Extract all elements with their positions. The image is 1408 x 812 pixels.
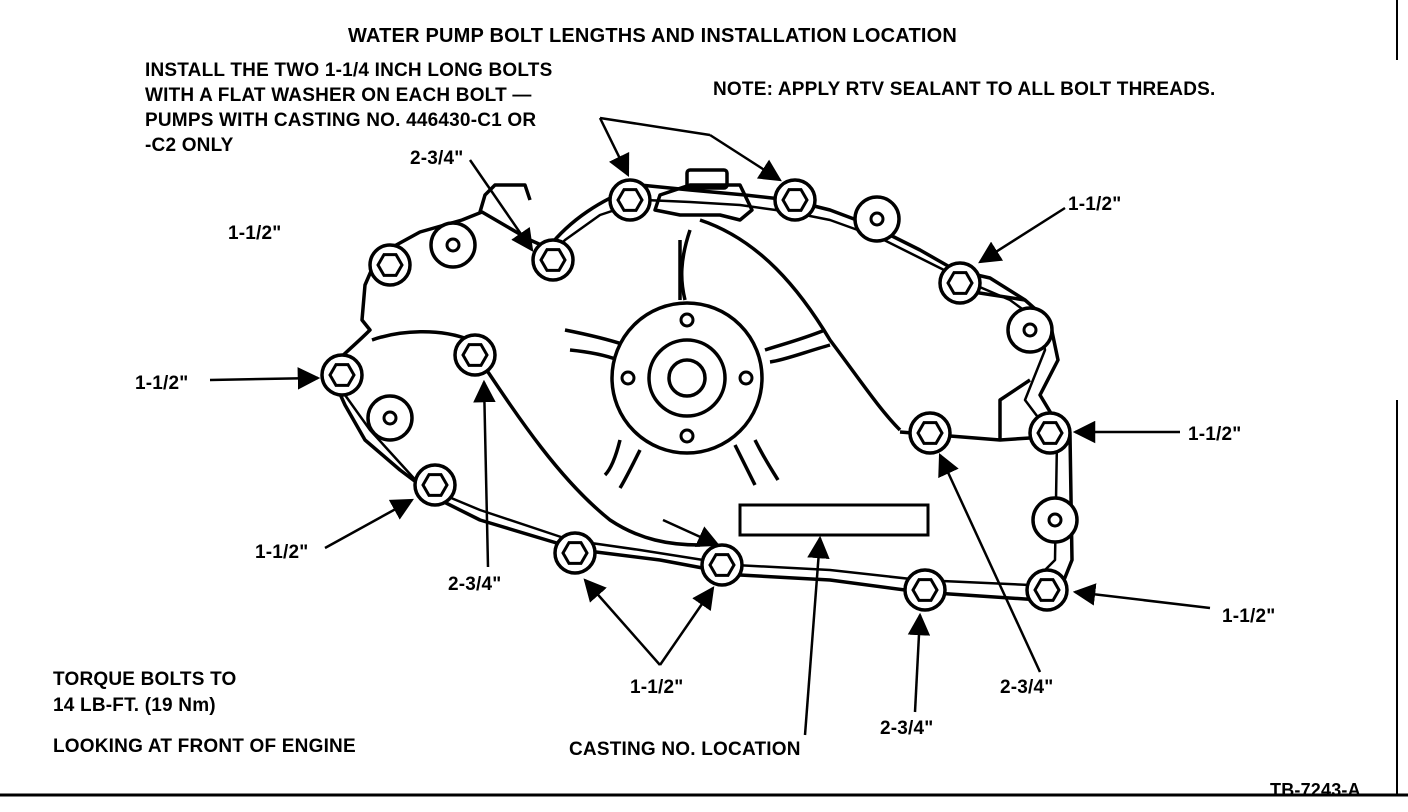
casting-number-plate bbox=[738, 503, 930, 537]
bolt bbox=[453, 333, 497, 377]
bolt-length-label: 1-1/2" bbox=[1222, 606, 1276, 627]
mounting-lug bbox=[853, 195, 901, 243]
bolt bbox=[1028, 411, 1072, 455]
bolt bbox=[1025, 568, 1069, 612]
bolt bbox=[903, 568, 947, 612]
bolt-length-label: 1-1/2" bbox=[135, 373, 189, 394]
bolt-length-label: 2-3/4" bbox=[1000, 677, 1054, 698]
bolt-length-label: 1-1/2" bbox=[1188, 424, 1242, 445]
bolt bbox=[531, 238, 575, 282]
mounting-lug bbox=[1031, 496, 1079, 544]
bolt bbox=[908, 411, 952, 455]
bolt-length-label: 1-1/2" bbox=[255, 542, 309, 563]
mounting-lug bbox=[429, 221, 477, 269]
diagram-title: WATER PUMP BOLT LENGTHS AND INSTALLATION… bbox=[348, 25, 958, 47]
mounting-lug bbox=[1006, 306, 1054, 354]
bolt-length-label: 1-1/2" bbox=[1068, 194, 1122, 215]
view-note: LOOKING AT FRONT OF ENGINE bbox=[53, 736, 356, 757]
bolt-length-label: 2-3/4" bbox=[880, 718, 934, 739]
figure-id: TB-7243-A bbox=[1270, 780, 1361, 800]
bolt bbox=[608, 178, 652, 222]
mounting-lug bbox=[366, 394, 414, 442]
leader-arrows bbox=[209, 116, 1211, 736]
torque-note: TORQUE BOLTS TO 14 LB-FT. (19 Nm) bbox=[53, 669, 237, 716]
bolt bbox=[773, 178, 817, 222]
bolt-length-label: 1-1/2" bbox=[228, 223, 282, 244]
bolt bbox=[368, 243, 412, 287]
install-note: INSTALL THE TWO 1-1/4 INCH LONG BOLTS WI… bbox=[145, 60, 553, 156]
casting-location-label: CASTING NO. LOCATION bbox=[569, 739, 801, 760]
bolt bbox=[553, 531, 597, 575]
bolt bbox=[700, 543, 744, 587]
bolt bbox=[938, 261, 982, 305]
rtv-note: NOTE: APPLY RTV SEALANT TO ALL BOLT THRE… bbox=[713, 79, 1216, 100]
bolt-length-label: 1-1/2" bbox=[630, 677, 684, 698]
bolt bbox=[413, 463, 457, 507]
bolt-length-label: 2-3/4" bbox=[410, 148, 464, 169]
pump-hub bbox=[610, 301, 764, 455]
bolt-length-label: 2-3/4" bbox=[448, 574, 502, 595]
bolt bbox=[320, 353, 364, 397]
